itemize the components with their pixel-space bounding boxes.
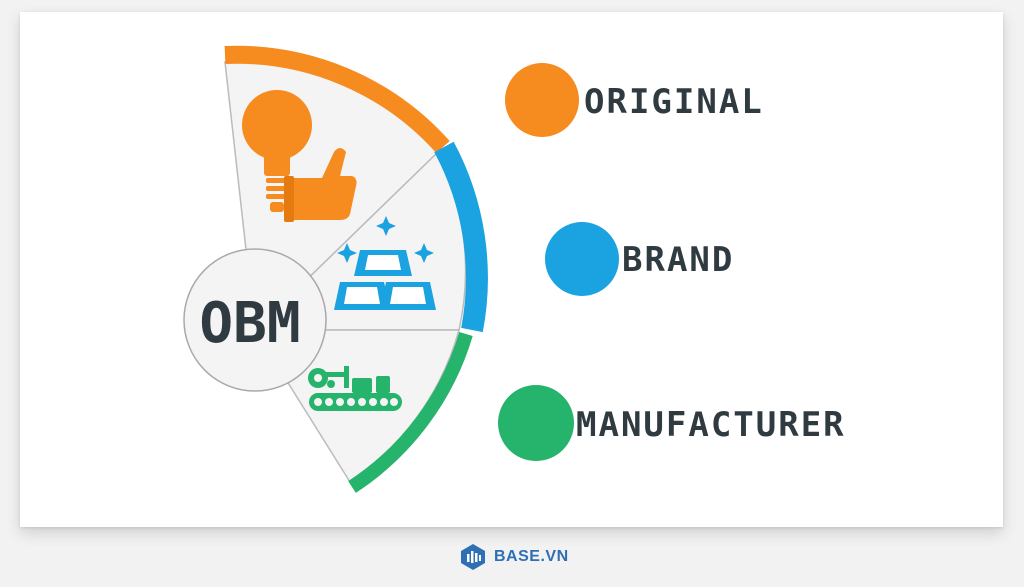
original-bullet-circle (505, 63, 579, 137)
term-brand: BRAND (622, 240, 735, 280)
center-circle: OBM (183, 248, 327, 392)
manufacturer-bullet-circle (498, 385, 574, 461)
logo-text: BASE.VN (494, 548, 569, 565)
brand-bullet-circle (545, 222, 619, 296)
lightbulb-thumbs-up-icon (242, 90, 357, 222)
factory-conveyor-icon (308, 366, 402, 411)
center-label: OBM (199, 291, 300, 356)
base-vn-logo: BASE.VN (460, 542, 569, 572)
base-logo-icon (461, 544, 485, 570)
term-original: ORIGINAL (584, 82, 764, 122)
gold-bars-icon (334, 216, 436, 310)
term-manufacturer: MANUFACTURER (576, 405, 846, 445)
